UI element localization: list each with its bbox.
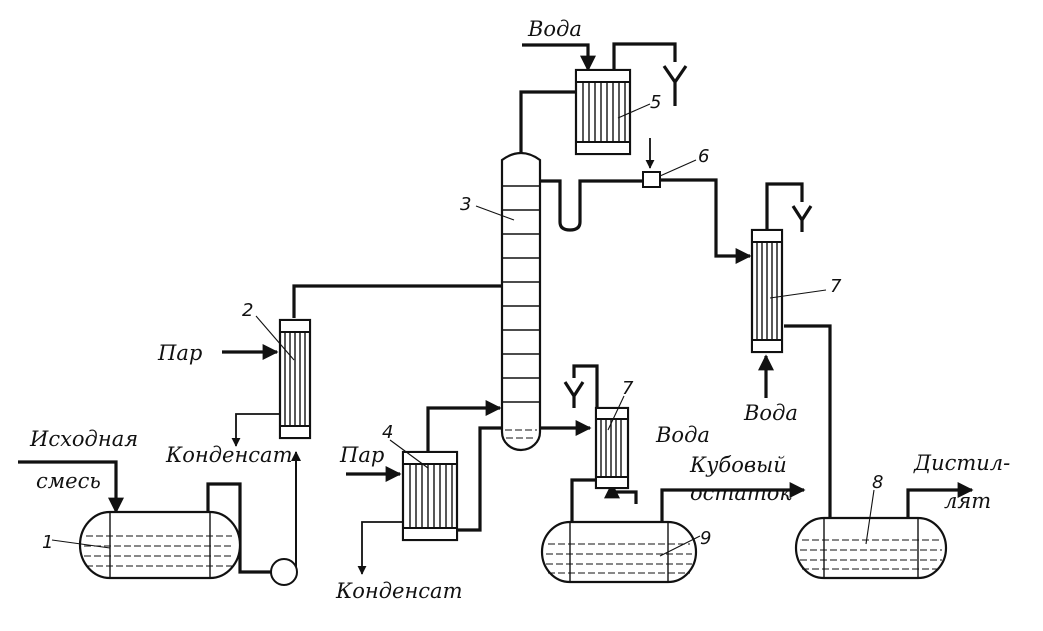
- leader-5: [617, 103, 651, 119]
- number-3: 3: [460, 194, 471, 215]
- reboiler-4: [401, 450, 459, 542]
- u-tube-pipe: [540, 179, 643, 232]
- distillate-label-line1: Дистил-: [913, 451, 1010, 475]
- leader-2: [255, 315, 295, 361]
- feed-label-line2: смесь: [36, 469, 101, 493]
- condensate-label-2: Конденсат: [165, 443, 293, 467]
- water7b-out-pipe: [572, 364, 599, 408]
- condenser-5: [574, 68, 632, 156]
- leader-7-top: [769, 289, 827, 299]
- column-to-reboiler4-pipe: [458, 426, 504, 532]
- number-6: 6: [698, 146, 709, 167]
- separator-to-cooler7-pipe: [660, 178, 752, 264]
- leader-6: [659, 159, 697, 177]
- feed-tank-1: [78, 510, 242, 580]
- bottoms-label-line1: Кубовый: [689, 453, 787, 477]
- water-label-7-bottom: Вода: [655, 423, 710, 447]
- number-9: 9: [700, 528, 711, 549]
- reboiler4-to-column-pipe: [426, 400, 502, 452]
- steam-label-2: Пар: [157, 341, 202, 365]
- number-2: 2: [242, 300, 253, 321]
- cooler7b-to-tank9-pipe: [570, 478, 596, 524]
- number-7-bottom: 7: [622, 378, 634, 399]
- number-1: 1: [42, 532, 53, 553]
- leader-9: [659, 535, 701, 557]
- funnel5: [662, 65, 688, 106]
- condensate4-pipe: [357, 521, 402, 575]
- distillation-column-3: [500, 151, 542, 452]
- water5-out-pipe: [612, 42, 677, 70]
- distillate-label-line2: лят: [944, 489, 991, 513]
- condensate-label-4: Конденсат: [335, 579, 463, 603]
- bottoms-tank-9: [540, 520, 698, 584]
- condensate2-pipe: [231, 413, 281, 447]
- cooler-7-distillate: [750, 228, 784, 354]
- funnel7b: [563, 381, 585, 408]
- distillate-out-pipe: [906, 482, 974, 518]
- steam-label-4: Пар: [339, 443, 384, 467]
- leader-4: [389, 439, 429, 469]
- pump: [270, 558, 298, 586]
- leader-3: [475, 205, 515, 221]
- funnel7-top: [791, 205, 813, 232]
- column-to-condenser5-pipe: [519, 90, 575, 155]
- heater2-to-column-pipe: [292, 284, 504, 318]
- water-label-7-top: Вода: [743, 401, 798, 425]
- separator-6: [642, 171, 661, 188]
- number-5: 5: [650, 92, 661, 113]
- leader-7-bottom: [607, 395, 625, 431]
- bottoms-out-pipe: [660, 482, 806, 524]
- cooler-7-bottoms: [594, 406, 630, 490]
- leader-1: [51, 539, 111, 549]
- bottoms-label-line2: остаток: [690, 481, 792, 505]
- heater-2: [278, 318, 312, 440]
- feed-pipe: [18, 460, 124, 514]
- feed-label-line1: Исходная: [29, 427, 138, 451]
- water-label-5: Вода: [527, 17, 582, 41]
- number-7-top: 7: [830, 276, 842, 297]
- cooler7-to-tank8-pipe: [784, 324, 832, 518]
- distillate-tank-8: [794, 516, 948, 580]
- leader-8: [865, 489, 875, 545]
- number-8: 8: [872, 472, 883, 493]
- water7-out-pipe: [765, 182, 804, 230]
- water5-in-pipe: [522, 43, 596, 72]
- number-4: 4: [382, 422, 393, 443]
